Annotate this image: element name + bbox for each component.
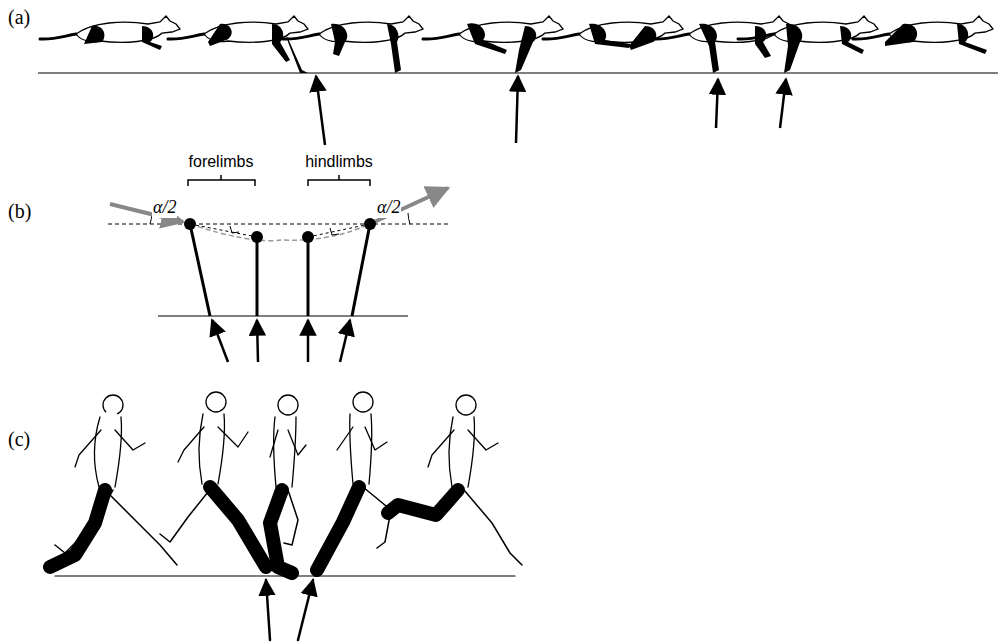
- panel-label: (b): [8, 200, 31, 222]
- angle-label: α/2: [376, 198, 401, 218]
- cheetah-sequence: [38, 16, 998, 145]
- panel-label: (c): [8, 428, 30, 450]
- group-label: hindlimbs: [305, 153, 373, 171]
- runner-sequence: [50, 392, 522, 640]
- panel-label: (a): [8, 6, 30, 28]
- group-label: forelimbs: [189, 153, 254, 171]
- limb-schematic: [108, 175, 450, 362]
- angle-label: α/2: [152, 198, 177, 218]
